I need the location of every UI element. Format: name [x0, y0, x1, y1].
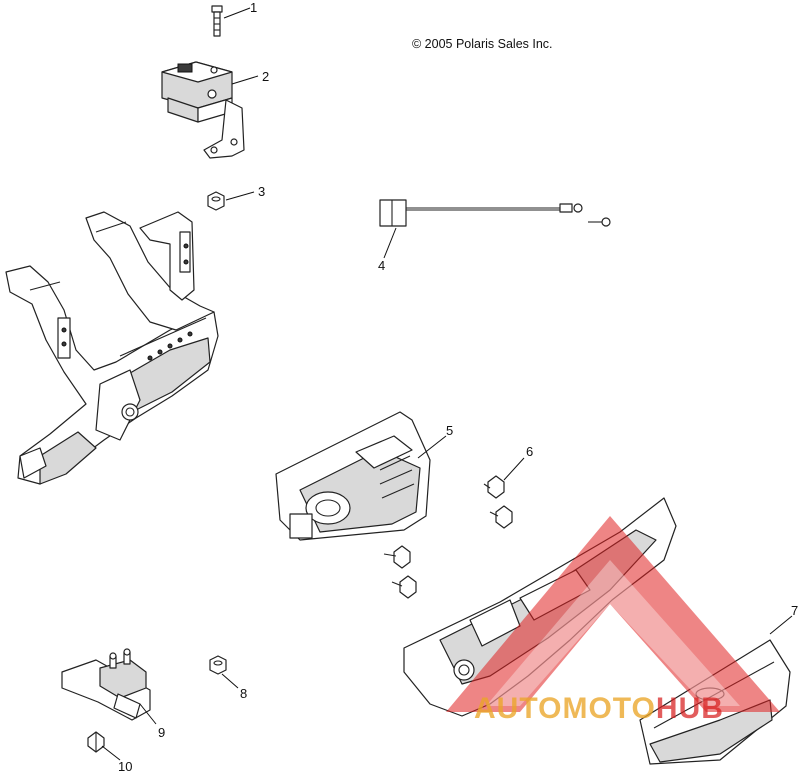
leader-6 [503, 457, 525, 481]
part-9-solenoid [61, 648, 151, 721]
fastener-6b [489, 505, 513, 529]
fastener-6c [383, 545, 411, 569]
part-10-screw [87, 731, 105, 753]
fastener-6a [483, 475, 505, 499]
leader-8 [221, 673, 239, 689]
callout-5: 5 [446, 423, 454, 438]
part-2-mount-bracket [161, 61, 245, 159]
leader-9 [139, 703, 157, 725]
callout-2: 2 [262, 69, 270, 84]
watermark-text: AUTOMOTOHUB [474, 692, 724, 726]
watermark-triangle [446, 516, 780, 712]
leader-1 [223, 7, 251, 19]
part-8-nut [209, 655, 227, 675]
front-frame-assembly [5, 211, 219, 485]
part-4-harness [379, 199, 611, 227]
callout-7: 7 [791, 603, 799, 618]
part-1-bolt [211, 5, 223, 37]
leader-10 [101, 745, 121, 761]
part-3-nut [207, 191, 225, 211]
fastener-6d [391, 575, 417, 599]
callout-4: 4 [378, 258, 386, 273]
watermark-text-part1: AUTOMOTO [474, 692, 656, 725]
callout-9: 9 [158, 725, 166, 740]
part-5-winch [275, 411, 431, 541]
callout-8: 8 [240, 686, 248, 701]
watermark-text-part2: HUB [655, 692, 724, 725]
callout-3: 3 [258, 184, 266, 199]
leader-4 [383, 227, 397, 259]
leader-5 [417, 435, 447, 459]
callout-1: 1 [250, 0, 258, 15]
leader-7 [769, 615, 793, 635]
callout-6: 6 [526, 444, 534, 459]
leader-2 [231, 75, 259, 85]
part-6-fasteners [383, 475, 513, 599]
callout-10: 10 [118, 759, 133, 772]
copyright-text: © 2005 Polaris Sales Inc. [412, 37, 553, 51]
leader-3 [225, 191, 255, 201]
